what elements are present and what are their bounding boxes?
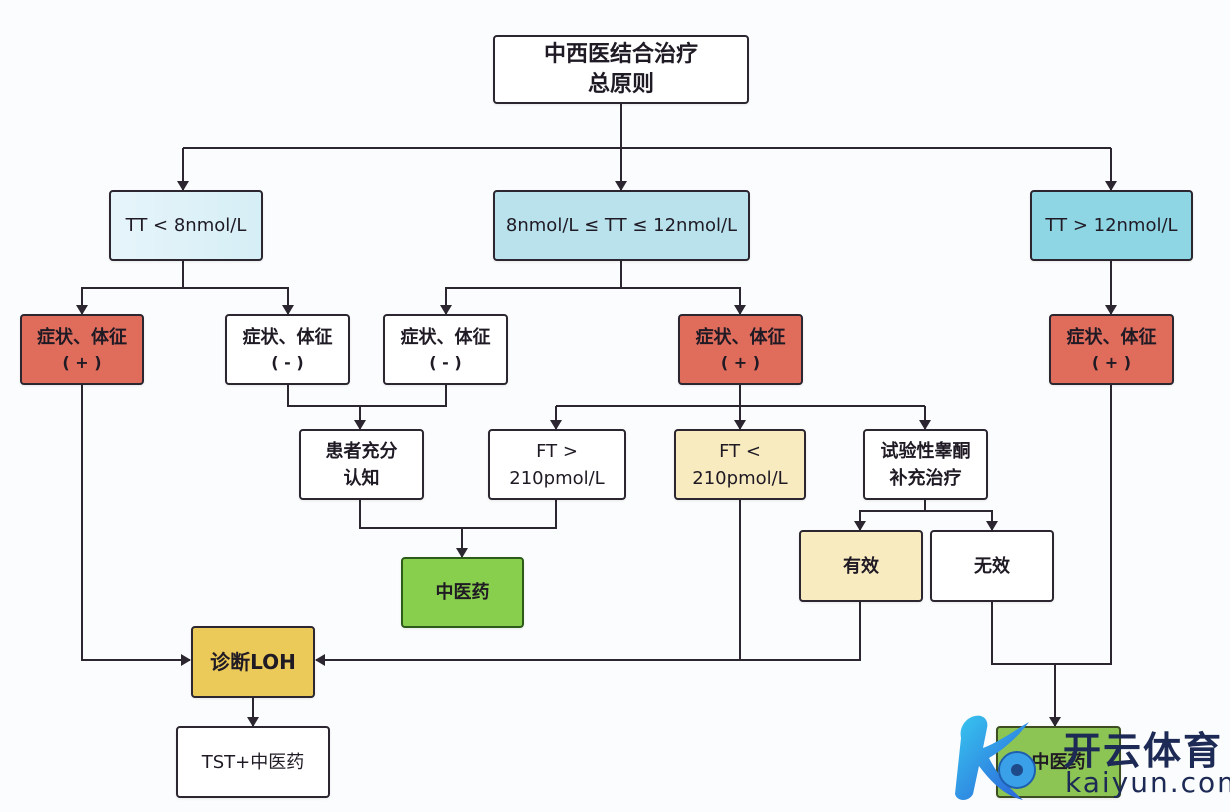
- node-ft-lt: FT < 210pmol/L: [674, 429, 806, 500]
- edge-lowpos-to-loh: [81, 384, 191, 666]
- sym-low-neg-line1: 症状、体征: [242, 327, 333, 348]
- sym-high-pos-line1: 症状、体征: [1066, 327, 1157, 348]
- watermark-brand-cn: 开云体育: [1063, 729, 1224, 773]
- node-sym-mid-neg: 症状、体征 ( - ): [383, 314, 508, 385]
- sym-low-neg-line2: ( - ): [271, 353, 304, 372]
- node-tt-high: TT > 12nmol/L: [1030, 190, 1193, 261]
- watermark-brand-en: kaiyun.com: [1065, 766, 1230, 799]
- edge-ttlow-right: [183, 287, 294, 315]
- node-sym-high-pos: 症状、体征 ( + ): [1049, 314, 1174, 385]
- root-title-line2: 总原则: [587, 71, 654, 97]
- patient-aware-line1: 患者充分: [325, 440, 398, 462]
- node-tcm-mid: 中医药: [401, 557, 524, 628]
- tcm-mid-label: 中医药: [435, 582, 490, 603]
- node-trial-therapy: 试验性睾酮 补充治疗: [863, 429, 988, 500]
- edge-right-to-loh: [315, 600, 861, 666]
- sym-mid-pos-line1: 症状、体征: [695, 327, 786, 348]
- edge-neg-merge: [287, 384, 447, 407]
- sym-mid-pos-line2: ( + ): [720, 353, 761, 372]
- sym-mid-neg-line1: 症状、体征: [400, 327, 491, 348]
- node-patient-aware: 患者充分 认知: [299, 429, 424, 500]
- sym-mid-neg-line2: ( - ): [429, 353, 462, 372]
- sym-low-pos-line2: ( + ): [62, 353, 102, 372]
- tt-mid-label: 8nmol/L ≤ TT ≤ 12nmol/L: [505, 215, 738, 236]
- node-tt-mid: 8nmol/L ≤ TT ≤ 12nmol/L: [493, 190, 750, 261]
- node-sym-low-pos: 症状、体征 ( + ): [20, 314, 144, 385]
- node-tst-tcm: TST+中医药: [176, 726, 330, 798]
- ft-lt-line1: FT <: [719, 440, 761, 462]
- ft-gt-line2: 210pmol/L: [509, 467, 605, 489]
- edge-aware-ftgt-merge: [359, 499, 557, 529]
- edge-ttlow-down: [76, 260, 184, 315]
- diagnose-loh-label: 诊断LOH: [210, 650, 296, 674]
- node-ft-gt: FT > 210pmol/L: [488, 429, 626, 500]
- edge-ineffective-down: [991, 384, 1112, 665]
- node-ineffective: 无效: [930, 530, 1054, 602]
- tt-high-label: TT > 12nmol/L: [1045, 215, 1178, 236]
- ineffective-label: 无效: [974, 555, 1010, 577]
- patient-aware-line2: 认知: [343, 467, 380, 489]
- trial-therapy-line2: 补充治疗: [889, 467, 962, 489]
- trial-therapy-line1: 试验性睾酮: [880, 440, 971, 462]
- ft-lt-line2: 210pmol/L: [692, 467, 788, 489]
- k-soccer-logo-icon: [955, 715, 1036, 800]
- effective-label: 有效: [843, 555, 879, 577]
- sym-high-pos-line2: ( + ): [1091, 353, 1132, 372]
- sym-low-pos-line1: 症状、体征: [37, 327, 127, 348]
- tt-low-label: TT < 8nmol/L: [125, 215, 247, 236]
- ft-gt-line1: FT >: [536, 440, 578, 462]
- node-tt-low: TT < 8nmol/L: [109, 190, 263, 261]
- edge-ttmid-down: [440, 260, 622, 315]
- node-sym-mid-pos: 症状、体征 ( + ): [678, 314, 803, 385]
- node-diagnose-loh: 诊断LOH: [191, 626, 315, 698]
- node-root: 中西医结合治疗 总原则: [493, 35, 749, 104]
- edge-trial-right: [925, 510, 998, 531]
- node-sym-low-neg: 症状、体征 ( - ): [225, 314, 350, 385]
- edge-ttmid-right: [621, 287, 746, 315]
- root-title-line1: 中西医结合治疗: [543, 41, 698, 67]
- edge-trial-split: [854, 499, 926, 531]
- tcm-bottom-label: 中医药: [1031, 751, 1086, 773]
- tst-tcm-label: TST+中医药: [201, 751, 305, 773]
- node-effective: 有效: [799, 530, 923, 602]
- watermark: 开云体育 kaiyun.com: [945, 708, 1230, 808]
